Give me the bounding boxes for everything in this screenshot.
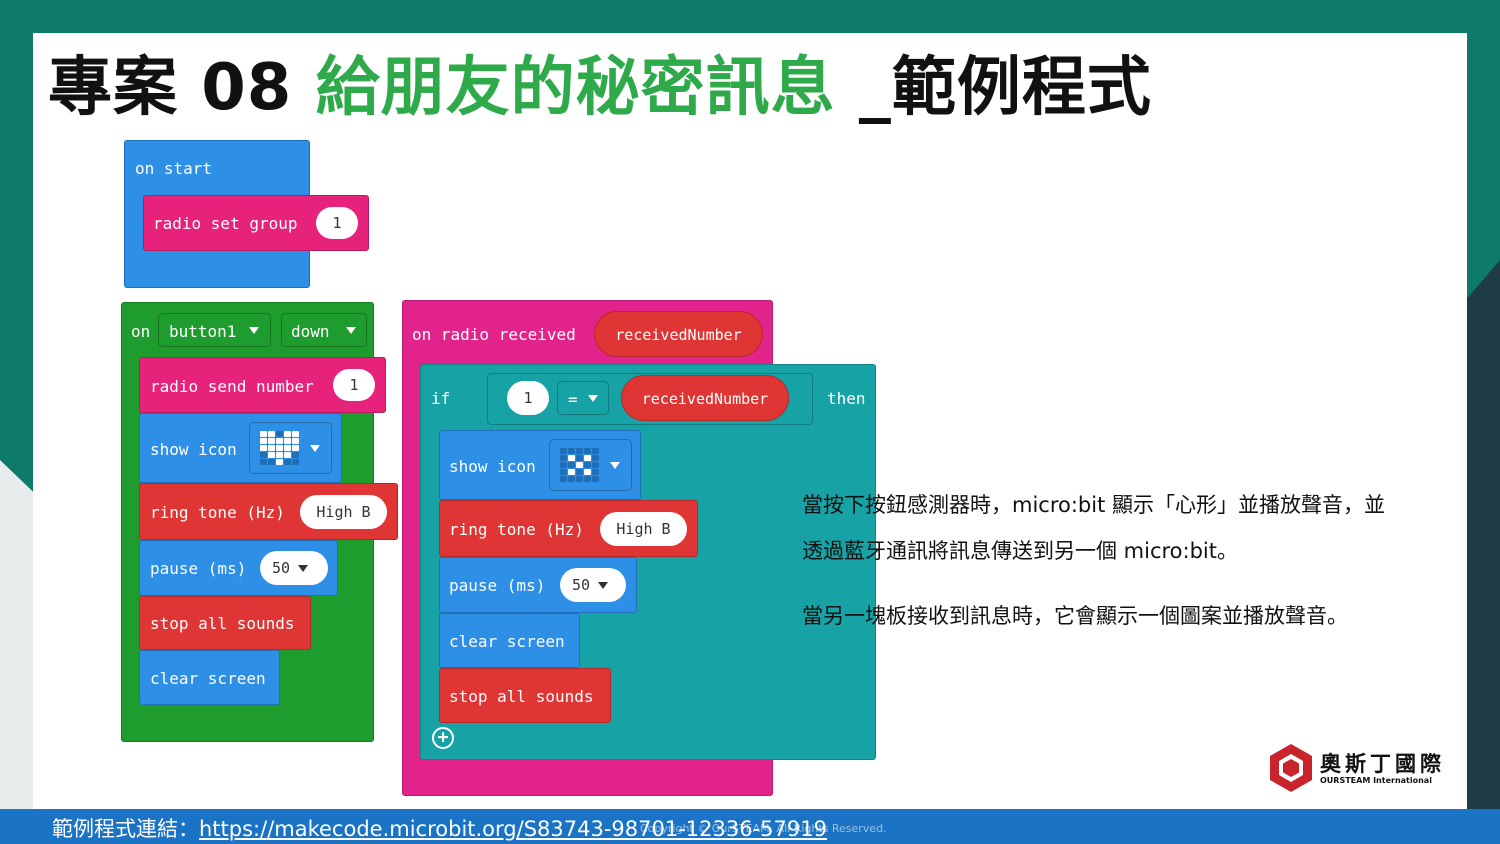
pause-block-1[interactable]: pause (ms) 50 [139,540,338,596]
radio-send-number-block[interactable]: radio send number 1 [139,357,386,413]
pause-block-2[interactable]: pause (ms) 50 [439,557,637,613]
footer-link-row: 範例程式連結：https://makecode.microbit.org/S83… [52,813,827,843]
heart-icon [260,431,299,465]
icon-dropdown-2[interactable] [549,439,632,491]
icon-dropdown-1[interactable] [249,422,332,474]
on-radio-received-label: on radio received [412,325,576,344]
clear-screen-label-2: clear screen [449,632,565,651]
then-label: then [827,389,866,408]
chevron-down-icon [310,445,320,452]
operator-value: = [568,390,578,409]
stop-all-sounds-label-2: stop all sounds [449,687,594,706]
pause-duration-dropdown-1[interactable]: 50 [260,551,328,585]
pause-label-2: pause (ms) [449,576,546,595]
footer-bar [0,809,1500,844]
ring-tone-label-1: ring tone (Hz) [150,503,285,522]
footer-link-label: 範例程式連結： [52,817,199,841]
show-icon-block-2[interactable]: show icon [439,430,641,500]
logo-subtitle: OURSTEAM International [1320,776,1432,785]
ring-tone-block-1[interactable]: ring tone (Hz) High B [139,483,398,540]
clear-screen-label-1: clear screen [150,669,266,688]
pause-label-1: pause (ms) [150,559,247,578]
pause-duration-value-2: 50 [572,576,591,594]
copyright-text: Copyright © OurSTEAM. All Rights Reserve… [640,822,887,835]
compare-right-variable[interactable]: receivedNumber [621,375,789,421]
chevron-down-icon [588,395,598,402]
chevron-down-icon [249,327,259,334]
event-select-value: down [291,322,330,341]
chevron-down-icon [610,462,620,469]
show-icon-label-1: show icon [150,440,237,459]
title-highlight: 給朋友的秘密訊息 [315,51,836,125]
stop-all-sounds-label-1: stop all sounds [150,614,295,633]
on-start-label: on start [135,159,213,178]
title-suffix: _範例程式 [835,51,1152,125]
description-line-3: 當另一塊板接收到訊息時，它會顯示一個圖案並播放聲音。 [802,604,1348,628]
cube-logo-icon [1270,744,1312,792]
clear-screen-block-2[interactable]: clear screen [439,613,580,668]
send-number-input[interactable]: 1 [333,369,375,401]
group-number-input[interactable]: 1 [316,207,358,239]
tone-note-input-2[interactable]: High B [600,512,687,546]
pause-duration-dropdown-2[interactable]: 50 [560,568,626,602]
clear-screen-block-1[interactable]: clear screen [139,650,280,705]
pattern-icon [560,448,599,482]
footer-link-url[interactable]: https://makecode.microbit.org/S83743-987… [199,817,827,841]
if-label: if [431,389,451,408]
description-line-2: 透過藍牙通訊將訊息傳送到另一個 micro:bit。 [802,539,1239,563]
description-line-1: 當按下按鈕感測器時，micro:bit 顯示「心形」並播放聲音，並 [802,493,1386,517]
stop-all-sounds-block-2[interactable]: stop all sounds [439,668,611,723]
radio-set-group-block[interactable]: radio set group 1 [143,195,369,251]
chevron-down-icon [598,582,609,589]
chevron-down-icon [346,327,356,334]
pause-duration-value-1: 50 [272,559,291,577]
button-select-dropdown[interactable]: button1 [158,313,271,347]
radio-set-group-label: radio set group [153,214,298,233]
page-title: 專案 08 給朋友的秘密訊息 _範例程式 [48,48,1152,128]
button-select-value: button1 [169,322,237,341]
event-select-dropdown[interactable]: down [281,313,367,347]
operator-dropdown[interactable]: = [557,381,609,415]
tone-note-input-1[interactable]: High B [300,495,387,529]
ring-tone-block-2[interactable]: ring tone (Hz) High B [439,500,698,557]
chevron-down-icon [298,565,309,572]
on-label: on [131,322,151,341]
received-number-variable[interactable]: receivedNumber [594,311,763,357]
show-icon-label-2: show icon [449,457,536,476]
company-logo: 奧斯丁國際 OURSTEAM International [1268,742,1458,794]
ring-tone-label-2: ring tone (Hz) [449,520,584,539]
stop-all-sounds-block-1[interactable]: stop all sounds [139,596,311,650]
title-prefix: 專案 08 [48,51,316,125]
radio-send-number-label: radio send number [150,377,314,396]
add-branch-icon[interactable]: + [432,727,454,749]
show-icon-block-1[interactable]: show icon [139,413,342,483]
compare-left-input[interactable]: 1 [507,381,549,415]
logo-name: 奧斯丁國際 [1320,752,1445,776]
